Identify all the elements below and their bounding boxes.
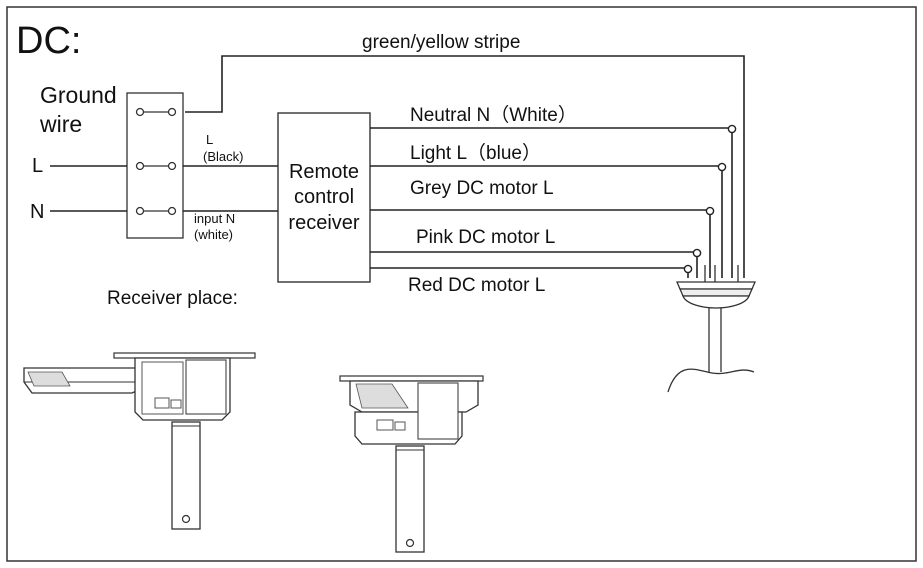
output-label-grey-motor: Grey DC motor L — [410, 178, 554, 199]
input-line-color-label: (Black) — [203, 149, 243, 164]
receiver-box — [277, 112, 371, 283]
output-wire-red-motor — [370, 264, 693, 278]
output-label-light: Light L（blue） — [410, 142, 541, 164]
output-wire-grey-motor — [370, 206, 715, 278]
receiver-place-label: Receiver place: — [107, 288, 238, 309]
motor-connector-illustration — [667, 265, 756, 393]
supply-neutral-label: N — [30, 201, 44, 223]
terminal-block — [126, 92, 184, 239]
terminal-neutral — [135, 206, 177, 216]
receiver-label-line1: Remote — [289, 161, 359, 183]
input-line-label: L — [206, 132, 213, 147]
receiver-placement-illustration-1 — [23, 352, 256, 530]
ground-label-line1: Ground — [40, 82, 117, 108]
terminal-ground — [135, 107, 177, 117]
diagram-title: DC: — [16, 20, 81, 62]
input-neutral-color-label: (white) — [194, 227, 233, 242]
terminal-line — [135, 161, 177, 171]
input-neutral-label: input N — [194, 211, 235, 226]
output-wire-pink-motor — [370, 248, 702, 278]
receiver-placement-illustration-2 — [339, 375, 484, 553]
output-label-pink-motor: Pink DC motor L — [416, 227, 555, 248]
supply-line-label: L — [32, 155, 43, 177]
ground-label-line2: wire — [39, 111, 82, 137]
ground-wire — [185, 55, 745, 278]
output-label-neutral: Neutral N（White） — [410, 104, 577, 126]
output-wire-neutral — [370, 124, 737, 278]
output-wire-light — [370, 162, 727, 278]
ground-wire-label: green/yellow stripe — [362, 32, 520, 53]
diagram-frame — [6, 6, 917, 562]
receiver-label-line3: receiver — [288, 212, 359, 234]
receiver-label-line2: control — [294, 186, 354, 208]
output-label-red-motor: Red DC motor L — [408, 275, 545, 296]
